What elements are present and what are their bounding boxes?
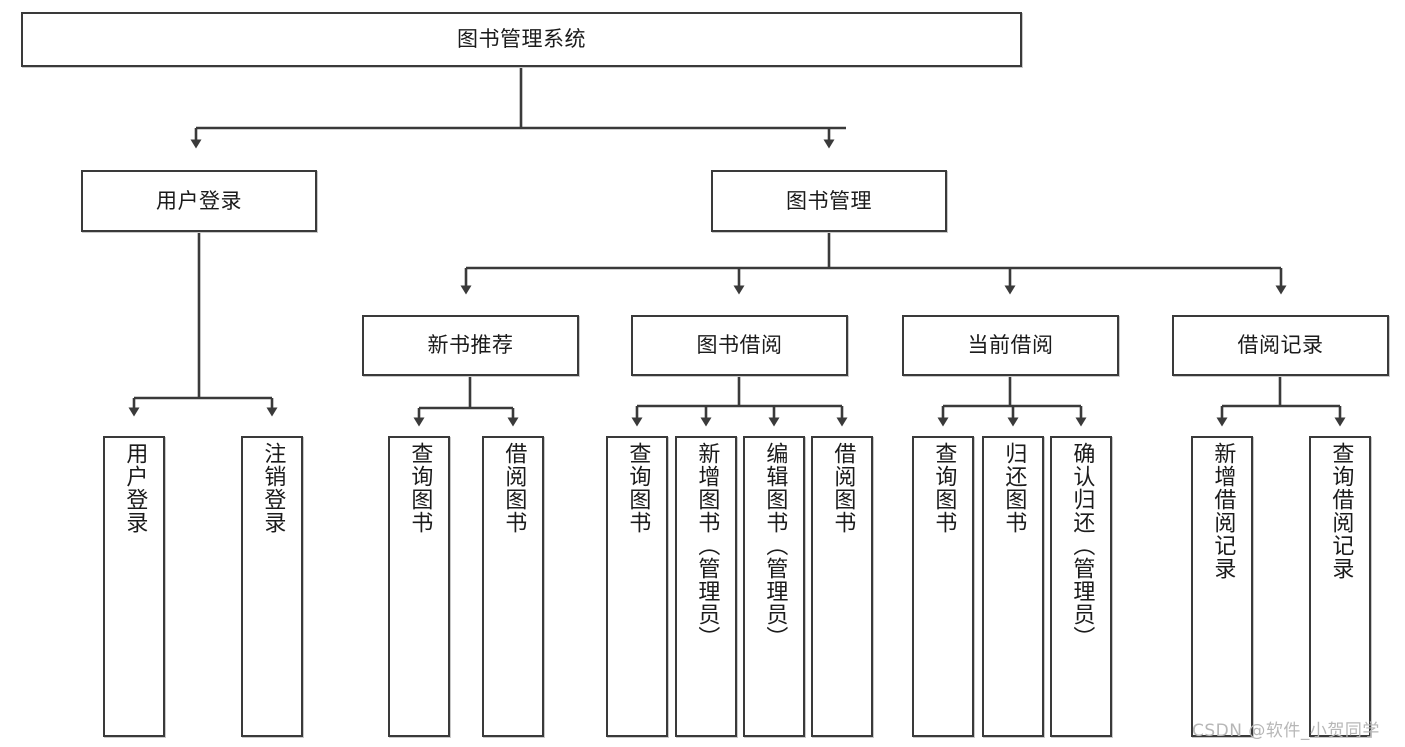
leaf-label: 查询图书 bbox=[931, 442, 957, 534]
leaf-borrow-book[interactable]: 借阅图书 bbox=[811, 436, 873, 737]
leaf-return-book[interactable]: 归还图书 bbox=[982, 436, 1044, 737]
leaf-label: 用户登录 bbox=[122, 442, 148, 534]
node-book-borrow[interactable]: 图书借阅 bbox=[631, 315, 848, 376]
leaf-label: 查询图书 bbox=[625, 442, 651, 534]
leaf-edit-book-admin[interactable]: 编辑图书（管理员） bbox=[743, 436, 805, 737]
leaf-confirm-return-admin[interactable]: 确认归还（管理员） bbox=[1050, 436, 1112, 737]
leaf-query-book-newbook[interactable]: 查询图书 bbox=[388, 436, 450, 737]
leaf-label: 编辑图书（管理员） bbox=[762, 442, 788, 649]
leaf-query-book-borrow[interactable]: 查询图书 bbox=[606, 436, 668, 737]
leaf-label: 新增借阅记录 bbox=[1210, 442, 1236, 580]
leaf-add-borrow-record[interactable]: 新增借阅记录 bbox=[1191, 436, 1253, 737]
node-book-management[interactable]: 图书管理 bbox=[711, 170, 947, 232]
leaf-label: 借阅图书 bbox=[830, 442, 856, 534]
leaf-label: 查询借阅记录 bbox=[1328, 442, 1354, 580]
node-user-login[interactable]: 用户登录 bbox=[81, 170, 317, 232]
leaf-borrow-book-newbook[interactable]: 借阅图书 bbox=[482, 436, 544, 737]
leaf-label: 查询图书 bbox=[407, 442, 433, 534]
leaf-label: 确认归还（管理员） bbox=[1069, 442, 1095, 649]
leaf-label: 新增图书（管理员） bbox=[694, 442, 720, 649]
leaf-query-borrow-record[interactable]: 查询借阅记录 bbox=[1309, 436, 1371, 737]
node-new-book-recommend[interactable]: 新书推荐 bbox=[362, 315, 579, 376]
leaf-user-login[interactable]: 用户登录 bbox=[103, 436, 165, 737]
leaf-label: 注销登录 bbox=[260, 442, 286, 534]
node-borrow-record[interactable]: 借阅记录 bbox=[1172, 315, 1389, 376]
csdn-watermark: CSDN @软件_小贺同学 bbox=[1192, 721, 1380, 741]
node-current-borrow[interactable]: 当前借阅 bbox=[902, 315, 1119, 376]
leaf-logout[interactable]: 注销登录 bbox=[241, 436, 303, 737]
leaf-label: 借阅图书 bbox=[501, 442, 527, 534]
leaf-label: 归还图书 bbox=[1001, 442, 1027, 534]
node-root-system[interactable]: 图书管理系统 bbox=[21, 12, 1022, 67]
leaf-add-book-admin[interactable]: 新增图书（管理员） bbox=[675, 436, 737, 737]
leaf-query-book-current[interactable]: 查询图书 bbox=[912, 436, 974, 737]
